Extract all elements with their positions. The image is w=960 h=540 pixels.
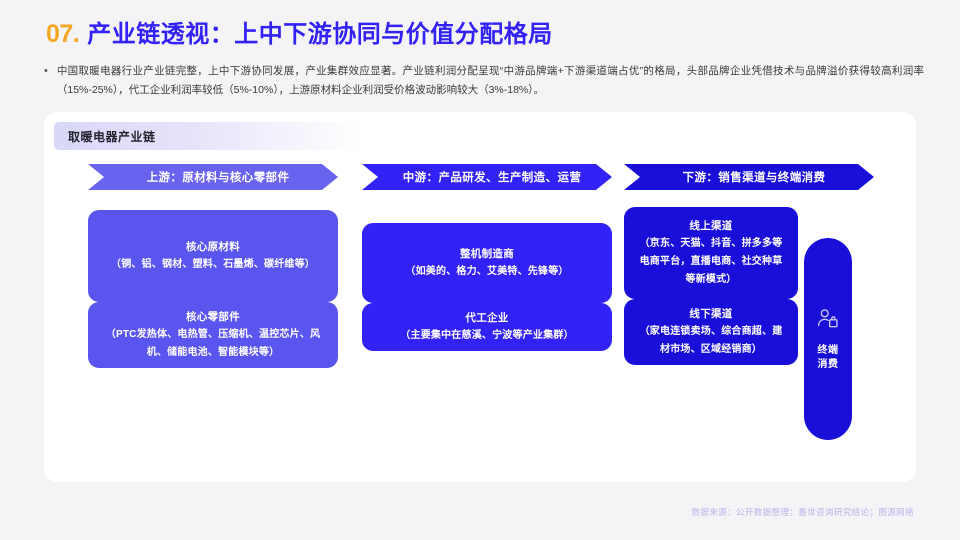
- node-title: 线下渠道: [689, 308, 733, 320]
- node-title: 核心零部件: [186, 311, 240, 323]
- source-note: 数据来源：公开数据整理；嘉世咨询研究结论；图源网络: [691, 507, 914, 517]
- node-title: 整机制造商: [460, 248, 514, 260]
- terminal-consumption-label: 终端 消费: [818, 344, 839, 372]
- node-title: 线上渠道: [689, 220, 733, 232]
- terminal-label-line1: 终端: [817, 345, 839, 356]
- node-desc: （主要集中在慈溪、宁波等产业集群）: [400, 330, 574, 341]
- terminal-label-line2: 消费: [817, 359, 839, 370]
- node-desc: （PTC发热体、电热管、压缩机、温控芯片、风机、储能电池、智能模块等）: [105, 329, 321, 358]
- card-header-label: 取暖电器产业链: [68, 129, 156, 144]
- chain-column-downstream: 下游：销售渠道与终端消费 线上渠道 （京东、天猫、抖音、拼多多等电商平台，直播电…: [624, 164, 874, 365]
- chain-column-upstream: 上游：原材料与核心零部件 核心原材料 （铜、铝、钢材、塑料、石墨烯、碳纤维等） …: [88, 164, 338, 368]
- slide-number: 07.: [46, 20, 80, 48]
- node-terminal-consumption[interactable]: 终端 消费: [804, 238, 852, 440]
- page-title: 07. 产业链透视：上中下游协同与价值分配格局: [46, 14, 553, 49]
- consumer-shopping-icon: [815, 306, 841, 332]
- slide-title-text: 产业链透视：上中下游协同与价值分配格局: [87, 21, 553, 48]
- node-core-components[interactable]: 核心零部件 （PTC发热体、电热管、压缩机、温控芯片、风机、储能电池、智能模块等…: [88, 302, 338, 368]
- node-desc: （家电连锁卖场、综合商超、建材市场、区域经销商）: [639, 326, 783, 355]
- banner-upstream-label: 上游：原材料与核心零部件: [146, 172, 290, 184]
- node-desc: （如美的、格力、艾美特、先锋等）: [405, 266, 569, 277]
- summary-text: 中国取暖电器行业产业链完整，上中下游协同发展，产业集群效应显著。产业链利润分配呈…: [56, 65, 924, 96]
- chain-column-midstream: 中游：产品研发、生产制造、运营 整机制造商 （如美的、格力、艾美特、先锋等） 代…: [362, 164, 612, 351]
- node-core-raw-materials[interactable]: 核心原材料 （铜、铝、钢材、塑料、石墨烯、碳纤维等）: [88, 210, 338, 302]
- node-oem-manufacturers[interactable]: 整机制造商 （如美的、格力、艾美特、先锋等）: [362, 223, 612, 303]
- banner-downstream[interactable]: 下游：销售渠道与终端消费: [624, 164, 874, 190]
- bullet-marker: •: [44, 65, 48, 77]
- card-header: 取暖电器产业链: [54, 122, 364, 150]
- node-contract-manufacturers[interactable]: 代工企业 （主要集中在慈溪、宁波等产业集群）: [362, 303, 612, 351]
- node-desc: （铜、铝、钢材、塑料、石墨烯、碳纤维等）: [111, 259, 315, 270]
- node-title: 核心原材料: [186, 241, 240, 253]
- summary-bullet: • 中国取暖电器行业产业链完整，上中下游协同发展，产业集群效应显著。产业链利润分…: [44, 62, 924, 100]
- banner-downstream-label: 下游：销售渠道与终端消费: [682, 172, 826, 184]
- banner-midstream-label: 中游：产品研发、生产制造、运营: [402, 172, 582, 184]
- banner-upstream[interactable]: 上游：原材料与核心零部件: [88, 164, 338, 190]
- industry-chain-card: 取暖电器产业链 上游：原材料与核心零部件 核心原材料 （铜、铝、钢材、塑料、石墨…: [44, 112, 916, 482]
- node-online-channels[interactable]: 线上渠道 （京东、天猫、抖音、拼多多等电商平台，直播电商、社交种草等新模式）: [624, 207, 798, 299]
- chain-columns: 上游：原材料与核心零部件 核心原材料 （铜、铝、钢材、塑料、石墨烯、碳纤维等） …: [44, 164, 916, 482]
- banner-midstream[interactable]: 中游：产品研发、生产制造、运营: [362, 164, 612, 190]
- node-title: 代工企业: [465, 312, 509, 324]
- node-offline-channels[interactable]: 线下渠道 （家电连锁卖场、综合商超、建材市场、区域经销商）: [624, 299, 798, 365]
- node-desc: （京东、天猫、抖音、拼多多等电商平台，直播电商、社交种草等新模式）: [639, 238, 783, 285]
